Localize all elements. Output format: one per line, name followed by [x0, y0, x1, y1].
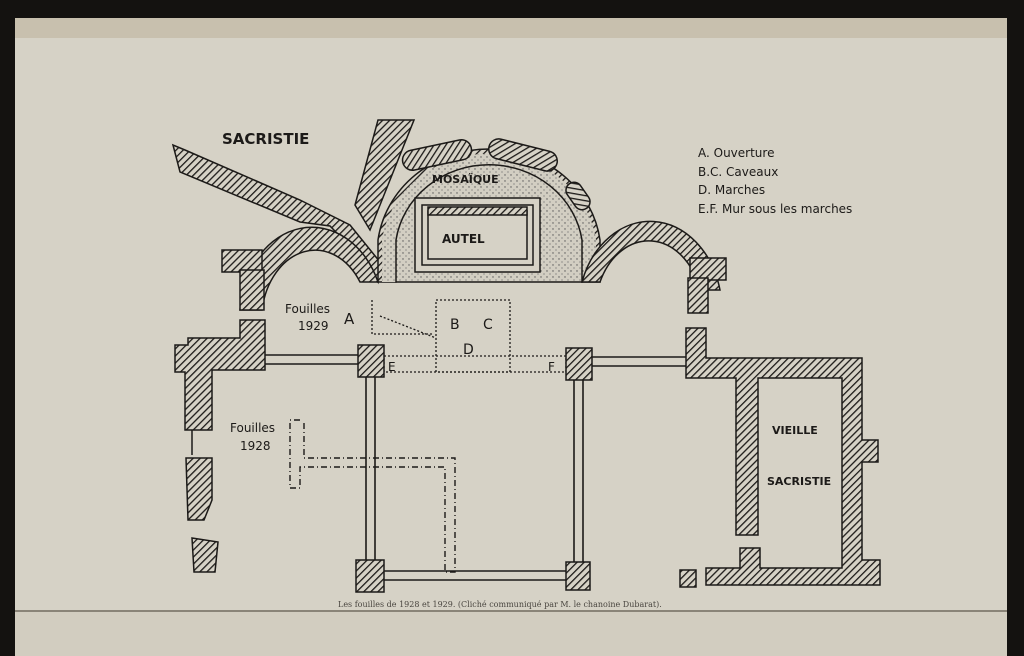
vieille-sacristie-walls: [685, 327, 881, 586]
pillar: [565, 347, 593, 381]
label-vieille: VIEILLE: [772, 424, 818, 437]
label-F: F: [548, 360, 555, 374]
label-fouilles-1929: Fouilles: [285, 302, 330, 316]
label-A: A: [344, 310, 355, 328]
right-apse-wall: [581, 220, 721, 291]
pillar: [355, 559, 385, 593]
pillar: [357, 344, 385, 378]
floor-plan: [171, 119, 881, 593]
pillar: [565, 561, 591, 591]
legend-item: B.C. Caveaux: [698, 165, 778, 179]
excavation-1928-outline: [289, 419, 456, 573]
label-sacristie: SACRISTIE: [222, 130, 309, 148]
label-fouilles-1928: Fouilles: [230, 421, 275, 435]
oblique-wall: [354, 119, 416, 232]
label-B: B: [450, 317, 460, 333]
left-wall: [174, 319, 266, 431]
legend-item: E.F. Mur sous les marches: [698, 202, 852, 216]
label-year-1929: 1929: [298, 319, 329, 333]
legend-item: A. Ouverture: [698, 146, 774, 160]
legend: A. Ouverture B.C. Caveaux D. Marches E.F…: [698, 146, 852, 216]
label-mosaique: MOSAÏQUE: [432, 172, 499, 186]
figure-caption: Les fouilles de 1928 et 1929. (Cliché co…: [338, 600, 662, 609]
label-D: D: [463, 342, 474, 358]
label-C: C: [483, 317, 493, 333]
left-apse-wall: [239, 226, 380, 311]
legend-item: D. Marches: [698, 183, 765, 197]
label-autel: AUTEL: [442, 232, 485, 246]
page-edge: [15, 18, 1007, 38]
nave-walls: [265, 354, 686, 581]
lower-page: [15, 612, 1007, 656]
label-sacristie-2: SACRISTIE: [767, 475, 831, 488]
label-E: E: [388, 360, 396, 374]
label-year-1928: 1928: [240, 439, 271, 453]
